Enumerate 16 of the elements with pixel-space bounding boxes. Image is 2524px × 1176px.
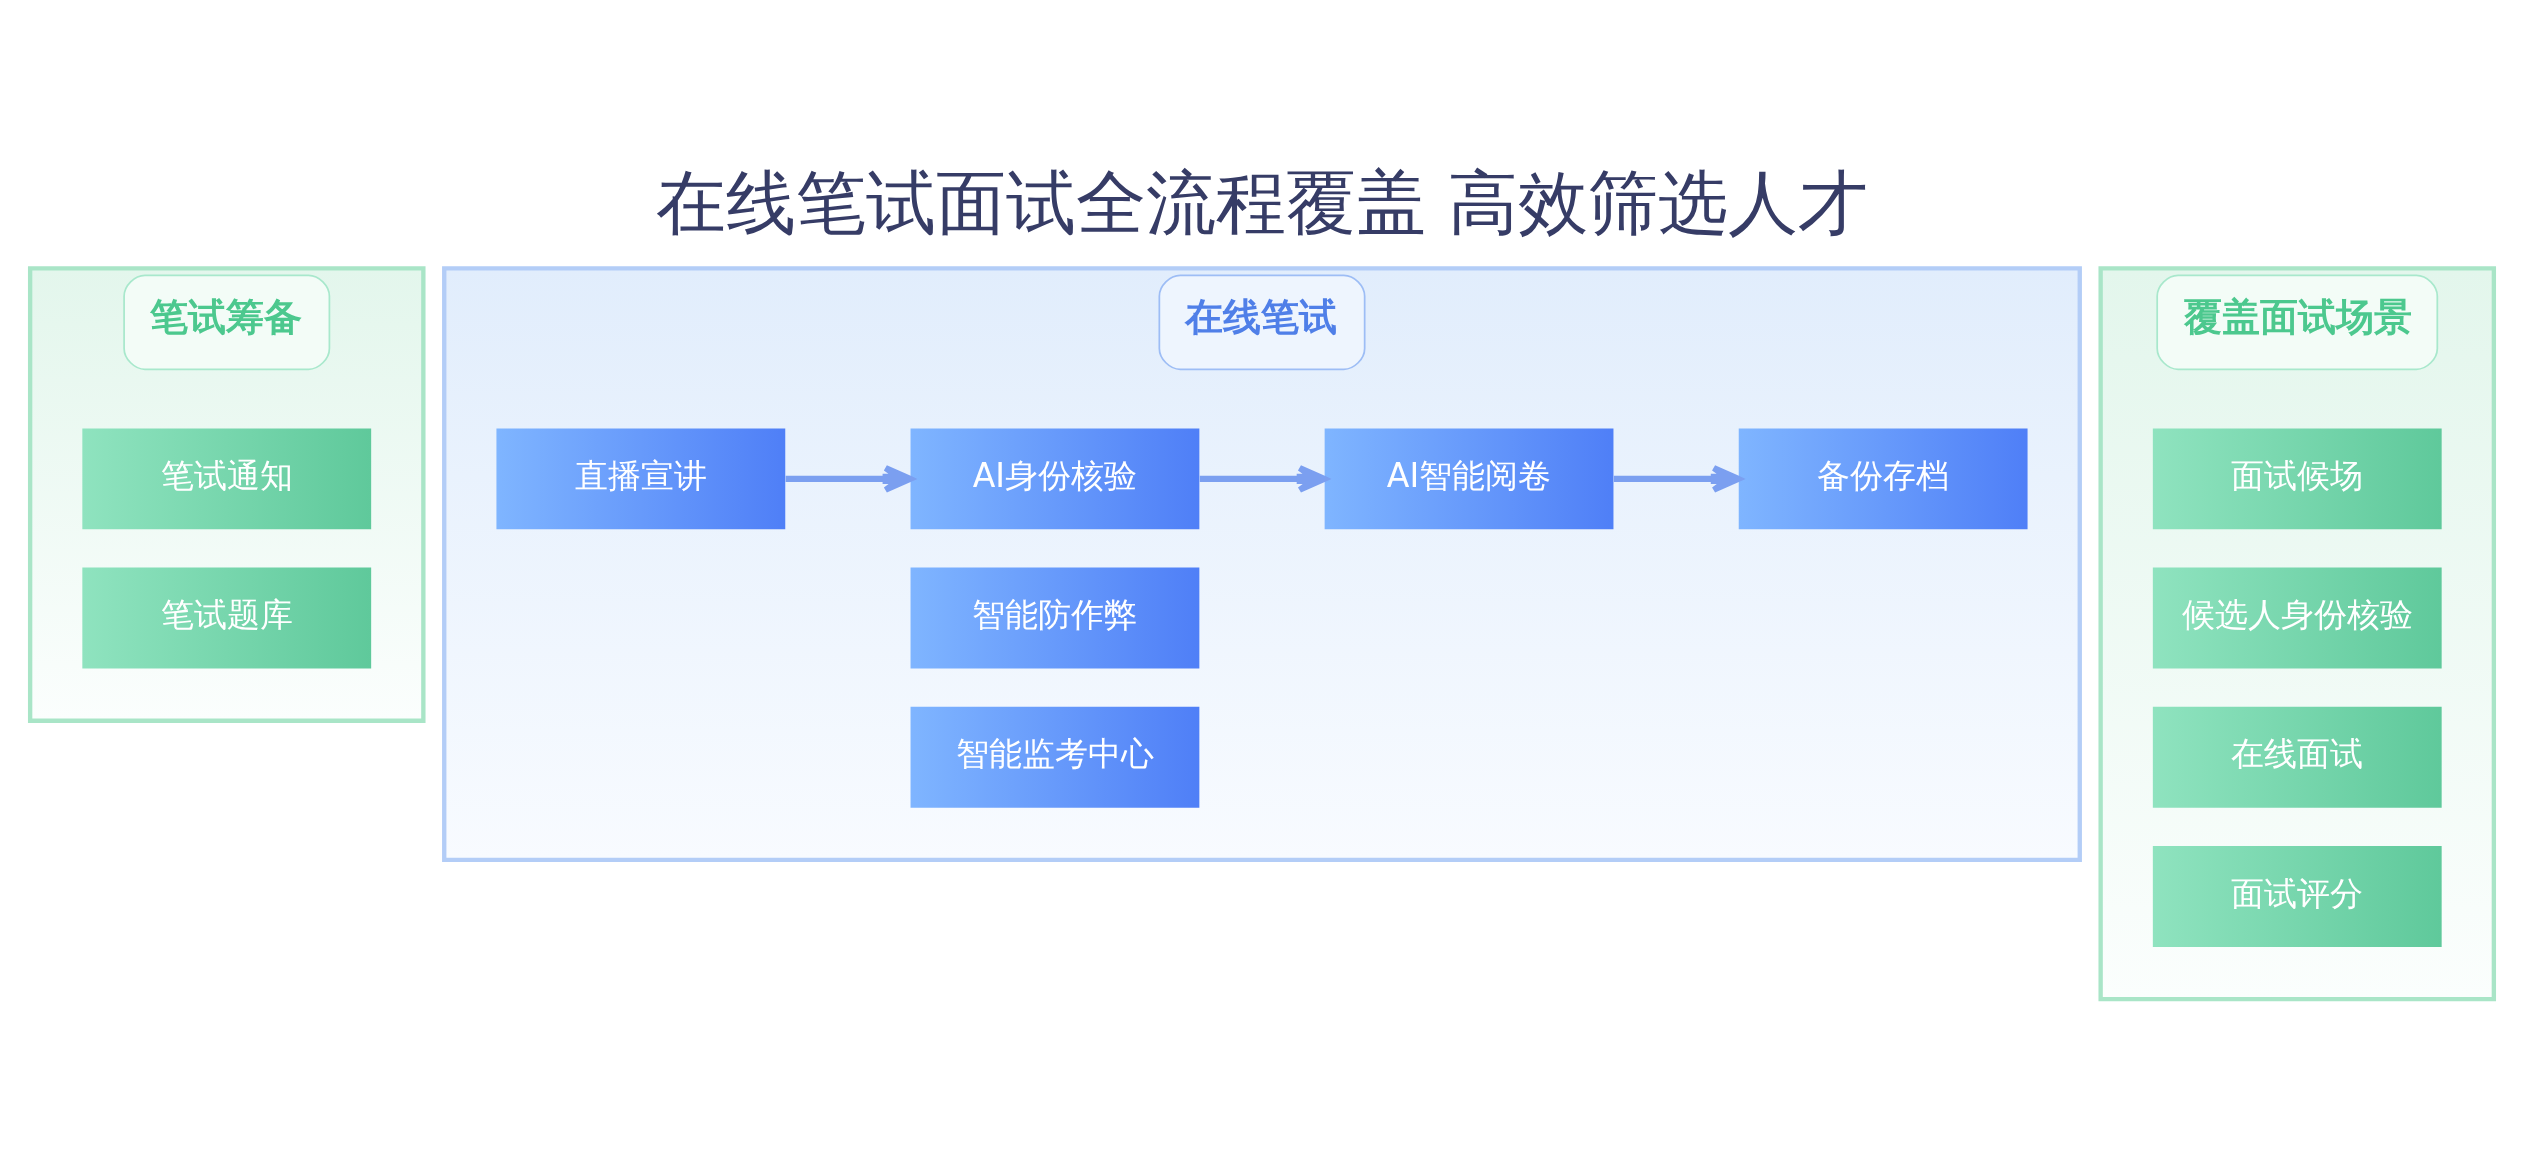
- node-box: 面试候场: [2152, 427, 2442, 529]
- node-box: 候选人身份核验: [2152, 567, 2442, 669]
- node-box: 智能监考中心: [910, 706, 1200, 808]
- arrow: [1199, 464, 1328, 493]
- arrow: [1613, 464, 1742, 493]
- node-box: 直播宣讲: [496, 427, 786, 529]
- node-box: AI身份核验: [910, 427, 1200, 529]
- diagram-title: 在线笔试面试全流程覆盖 高效筛选人才: [655, 161, 1869, 243]
- node-box: 智能防作弊: [910, 567, 1200, 669]
- node-box: 面试评分: [2152, 845, 2442, 947]
- arrow: [785, 464, 914, 493]
- node-box: 备份存档: [1738, 427, 2028, 529]
- node-box: 笔试通知: [82, 427, 372, 529]
- node-box: AI智能阅卷: [1324, 427, 1614, 529]
- node-box: 笔试题库: [82, 567, 372, 669]
- node-box: 在线面试: [2152, 706, 2442, 808]
